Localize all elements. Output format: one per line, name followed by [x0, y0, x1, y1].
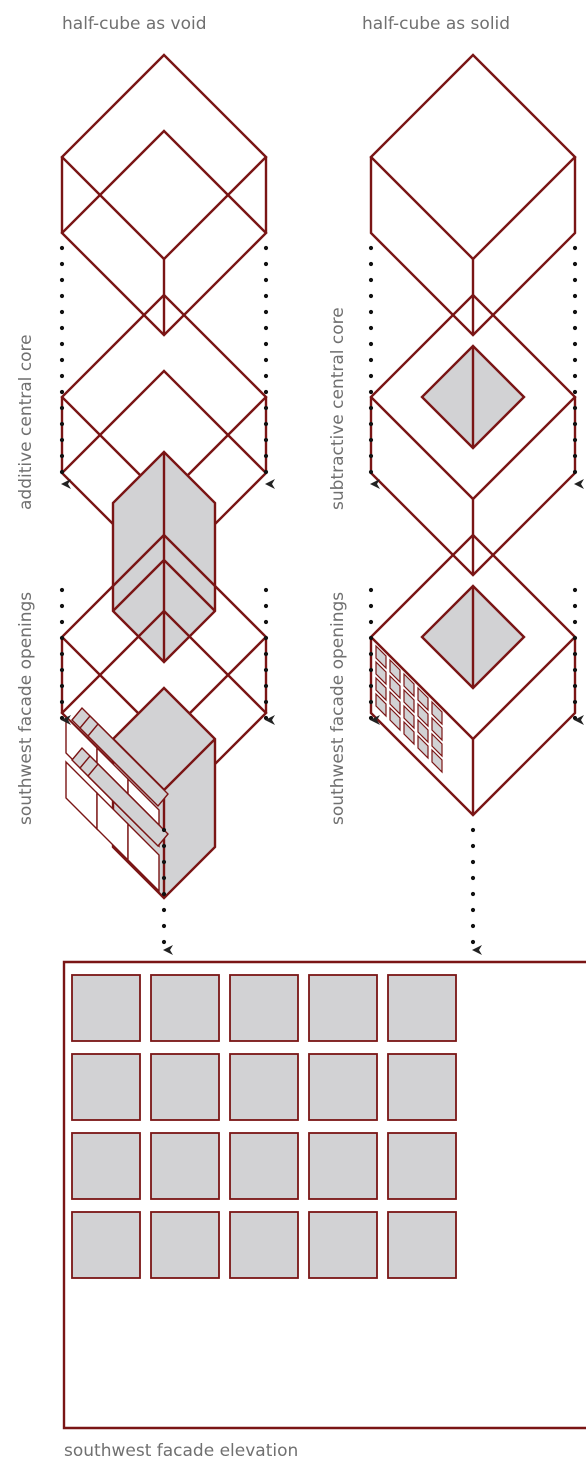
cube-solid-facade-openings — [369, 533, 577, 817]
elevation-window — [229, 1132, 299, 1200]
elevation-window — [71, 1132, 141, 1200]
elevation-window — [150, 1053, 220, 1121]
elevation-window — [229, 1211, 299, 1279]
elevation-window-grid — [71, 974, 457, 1279]
elevation-window — [71, 1053, 141, 1121]
elevation-window — [308, 1132, 378, 1200]
elevation-window — [150, 974, 220, 1042]
cube-solid — [369, 53, 577, 337]
elevation-title: southwest facade elevation — [64, 1441, 299, 1461]
row3-left-label: southwest facade openings — [16, 591, 36, 825]
elevation-window — [150, 1211, 220, 1279]
elevation-window — [71, 1211, 141, 1279]
projection-arrows — [59, 245, 584, 955]
elevation-window — [387, 1053, 457, 1121]
col-void-title: half-cube as void — [62, 14, 207, 34]
elevation-window — [150, 1132, 220, 1200]
row2-right-label: subtractive central core — [328, 307, 348, 510]
facade-openings-grid-solid — [375, 644, 443, 774]
cube-void-wireframe — [60, 53, 268, 337]
row2-left-label: additive central core — [16, 334, 36, 510]
elevation-window — [71, 974, 141, 1042]
elevation-window — [229, 1053, 299, 1121]
cube-subtractive-core — [369, 293, 577, 577]
facade-openings-grid-void — [65, 706, 169, 893]
elevation-window — [308, 974, 378, 1042]
elevation-window — [229, 974, 299, 1042]
elevation-window — [387, 1132, 457, 1200]
elevation-window — [308, 1053, 378, 1121]
col-solid-title: half-cube as solid — [362, 14, 511, 34]
facade-elevation — [62, 960, 586, 1430]
row3-right-label: southwest facade openings — [328, 591, 348, 825]
elevation-window — [308, 1211, 378, 1279]
elevation-window — [387, 1211, 457, 1279]
elevation-window — [387, 974, 457, 1042]
